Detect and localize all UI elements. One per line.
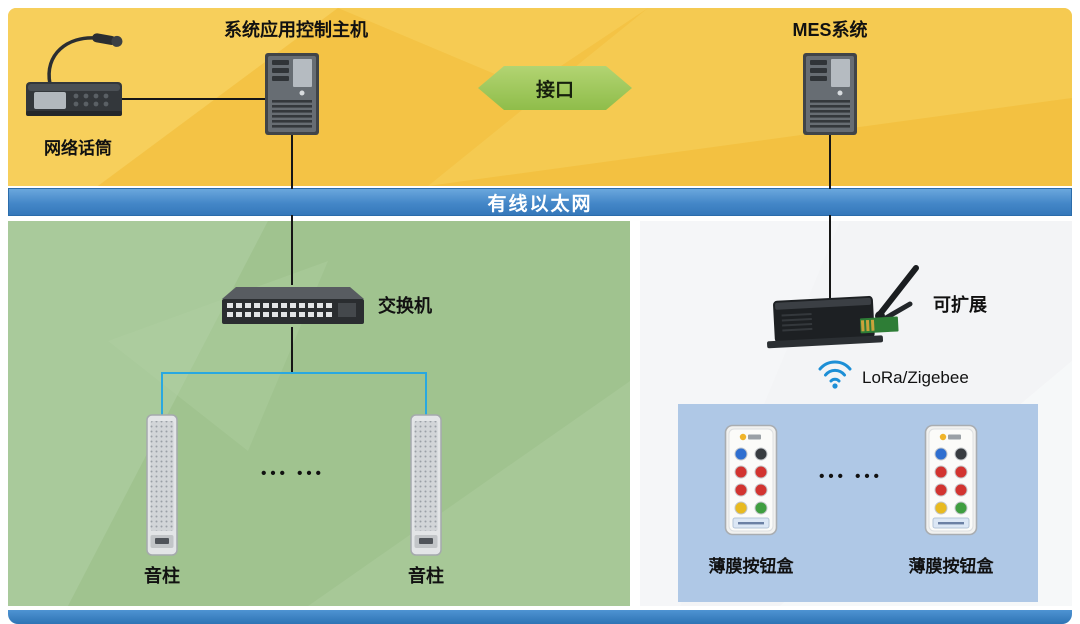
connector-speaker2-drop	[425, 372, 427, 416]
speakers-ellipsis: ••• •••	[261, 465, 325, 482]
switch-label: 交换机	[378, 296, 432, 316]
connector-mic-to-host	[120, 98, 266, 100]
speaker1-label: 音柱	[144, 566, 180, 586]
connector-ethernet-to-gateway	[829, 215, 831, 303]
audio-zone-panel	[8, 221, 630, 606]
membrane-button-box-icon	[724, 424, 778, 536]
connector-switch-down	[291, 327, 293, 373]
speaker-column-icon	[144, 414, 180, 556]
speaker-column-icon	[408, 414, 444, 556]
interface-label: 接口	[535, 79, 574, 101]
wireless-label: LoRa/Zigebee	[862, 368, 969, 387]
yellow-facet-background	[8, 8, 1072, 186]
mes-label: MES系统	[792, 20, 868, 40]
green-facet-background	[8, 221, 630, 606]
host-label: 系统应用控制主机	[224, 20, 368, 40]
connector-host-to-ethernet	[291, 135, 293, 189]
connector-mes-to-ethernet	[829, 135, 831, 189]
interface-arrow-icon	[478, 66, 632, 110]
button-box2-label: 薄膜按钮盒	[908, 557, 994, 576]
mes-server-icon	[802, 52, 858, 136]
network-mic-label: 网络话筒	[44, 139, 112, 158]
connector-speaker1-drop	[161, 372, 163, 416]
switch-icon	[222, 282, 364, 328]
speaker2-label: 音柱	[408, 566, 444, 586]
connector-ethernet-to-switch	[291, 215, 293, 285]
gateway-icon	[760, 262, 932, 354]
network-microphone-icon	[20, 20, 130, 132]
wifi-icon	[816, 356, 854, 390]
ethernet-bar: 有线以太网	[8, 188, 1072, 216]
button-boxes-ellipsis: ••• •••	[819, 468, 883, 485]
membrane-button-box-icon	[924, 424, 978, 536]
ethernet-label: 有线以太网	[487, 193, 593, 215]
bottom-accent-bar	[8, 610, 1072, 624]
interface-badge: 接口	[478, 65, 632, 111]
gateway-label: 可扩展	[933, 295, 987, 315]
top-section-panel	[8, 8, 1072, 186]
button-box1-label: 薄膜按钮盒	[708, 557, 794, 576]
connector-speaker-bus	[161, 372, 427, 374]
host-server-icon	[264, 52, 320, 136]
